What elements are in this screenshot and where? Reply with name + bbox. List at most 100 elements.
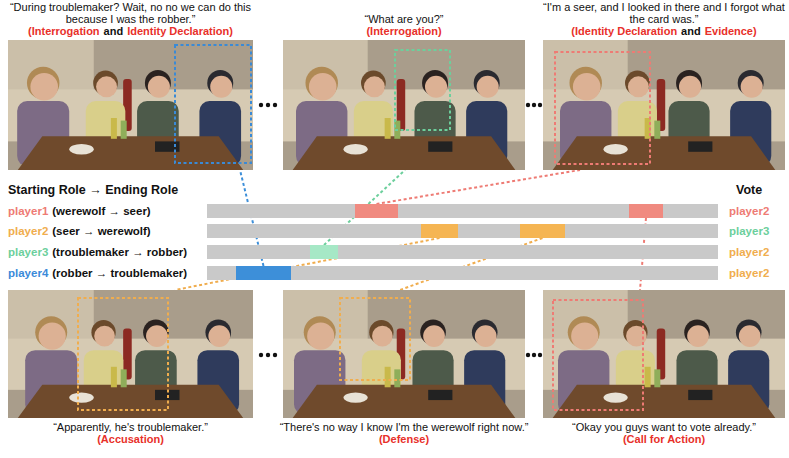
- bottle: [121, 369, 127, 387]
- dialogue-act-tag-line: (Interrogation): [277, 25, 531, 38]
- dialogue-act-tag-line: (Accusation): [2, 433, 259, 446]
- card-box: [428, 141, 452, 151]
- dialogue-act-tag: (Interrogation): [366, 25, 441, 37]
- room-illustration: [543, 290, 785, 418]
- player-name: player4: [8, 267, 48, 279]
- dot: [526, 103, 530, 107]
- person-head: [210, 76, 232, 98]
- wall: [8, 290, 253, 418]
- bowl: [69, 144, 94, 154]
- person-head: [628, 76, 649, 97]
- speaker-connector: [377, 170, 581, 204]
- speaker-highlight: [553, 300, 643, 410]
- utterance-caption: “I'm a seer, and I looked in there and I…: [539, 1, 789, 38]
- vote-target: player2: [729, 245, 789, 259]
- vote-target: player3: [729, 224, 789, 238]
- dot: [532, 353, 536, 357]
- quote-text: “What are you?”: [277, 13, 531, 25]
- player-label: player2 (seer → werewolf): [8, 224, 151, 238]
- photo-illustration: [8, 290, 253, 418]
- role-change: (robber → troublemaker): [52, 267, 187, 279]
- card-box: [688, 390, 712, 400]
- room-illustration: [283, 290, 525, 418]
- person-head: [571, 322, 598, 349]
- photo-illustration: [8, 40, 253, 170]
- vote-target: player2: [729, 266, 789, 280]
- player-timeline-bar: player1(werewolf → seer)player2: [207, 204, 718, 218]
- vote-target: player2: [729, 204, 789, 218]
- player-label: player3(troublemaker → robber): [8, 245, 187, 259]
- dialogue-act-tag: (Call for Action): [623, 433, 705, 445]
- quote-text: “Apparently, he's troublemaker.”: [2, 421, 259, 433]
- wall: [8, 40, 253, 170]
- room-illustration: [8, 40, 253, 170]
- speaking-segment: [421, 224, 458, 238]
- card-box: [688, 141, 712, 151]
- bottle: [111, 118, 117, 139]
- player-label: player1 (werewolf → seer): [8, 204, 151, 218]
- bowl: [344, 392, 368, 402]
- person-head: [739, 325, 761, 347]
- dialogue-act-tag-line: (Defense): [259, 433, 549, 446]
- bottle: [645, 367, 651, 387]
- person-head: [39, 322, 66, 349]
- speaking-segment: [629, 204, 663, 218]
- player-name: player1: [8, 205, 48, 217]
- person-head: [687, 325, 709, 347]
- role-change: (seer → werewolf): [52, 225, 150, 237]
- dialogue-act-tag: (Interrogation: [28, 25, 100, 37]
- dialogue-act-tag-line: (Identity DeclarationandEvidence): [539, 25, 789, 38]
- player-label: player4 (robber → troublemaker): [8, 266, 187, 280]
- video-frame: “There's no way I know I'm the werewolf …: [283, 290, 525, 418]
- bowl: [604, 392, 628, 402]
- person-head: [477, 76, 499, 98]
- dot: [532, 103, 536, 107]
- role-change: (werewolf → seer): [52, 205, 150, 217]
- quote-text: “During troublemaker? Wait, no no we can…: [2, 1, 259, 25]
- bowl: [604, 144, 628, 154]
- speaking-segment: [236, 266, 291, 280]
- wall: [543, 290, 785, 418]
- photo-illustration: [543, 40, 785, 170]
- player-name: player2: [8, 225, 48, 237]
- table: [293, 136, 516, 170]
- wall: [283, 290, 525, 418]
- table: [293, 385, 516, 418]
- dialogue-act-tag-line: (Call for Action): [539, 433, 789, 446]
- bottle: [394, 369, 400, 387]
- bowl: [344, 144, 368, 154]
- video-frame: “Okay you guys want to vote already.”(Ca…: [543, 290, 785, 418]
- dot: [266, 353, 270, 357]
- dialogue-act-tag: and: [681, 25, 701, 37]
- dialogue-act-tag-line: (InterrogationandIdentity Declaration): [2, 25, 259, 38]
- person-head: [208, 325, 230, 347]
- quote-text: “I'm a seer, and I looked in there and I…: [539, 1, 789, 25]
- video-frame: “During troublemaker? Wait, no no we can…: [8, 40, 253, 170]
- column-heading: Starting Role → Ending Role: [8, 183, 178, 197]
- room-illustration: [283, 40, 525, 170]
- person-head: [146, 325, 168, 347]
- player-timeline-bar: player3(troublemaker → robber)player2: [207, 245, 718, 259]
- bowl: [69, 392, 94, 402]
- utterance-caption: “Okay you guys want to vote already.”(Ca…: [539, 421, 789, 446]
- person-head: [372, 326, 393, 347]
- player-name: player3: [8, 246, 48, 258]
- bottle: [654, 369, 660, 387]
- dot: [273, 353, 277, 357]
- speaking-segment: [310, 245, 338, 259]
- bottle: [654, 121, 660, 139]
- dot: [538, 103, 542, 107]
- bottle: [385, 367, 391, 387]
- player-timeline-bar: player4(robber → troublemaker)player2: [207, 266, 718, 280]
- dot: [526, 353, 530, 357]
- bottle: [385, 118, 391, 139]
- person-head: [741, 76, 763, 98]
- video-frame: “I'm a seer, and I looked in there and I…: [543, 40, 785, 170]
- dot: [538, 353, 542, 357]
- room-illustration: [8, 290, 253, 418]
- speaking-segment: [355, 204, 398, 218]
- dot: [273, 103, 277, 107]
- wall: [283, 40, 525, 170]
